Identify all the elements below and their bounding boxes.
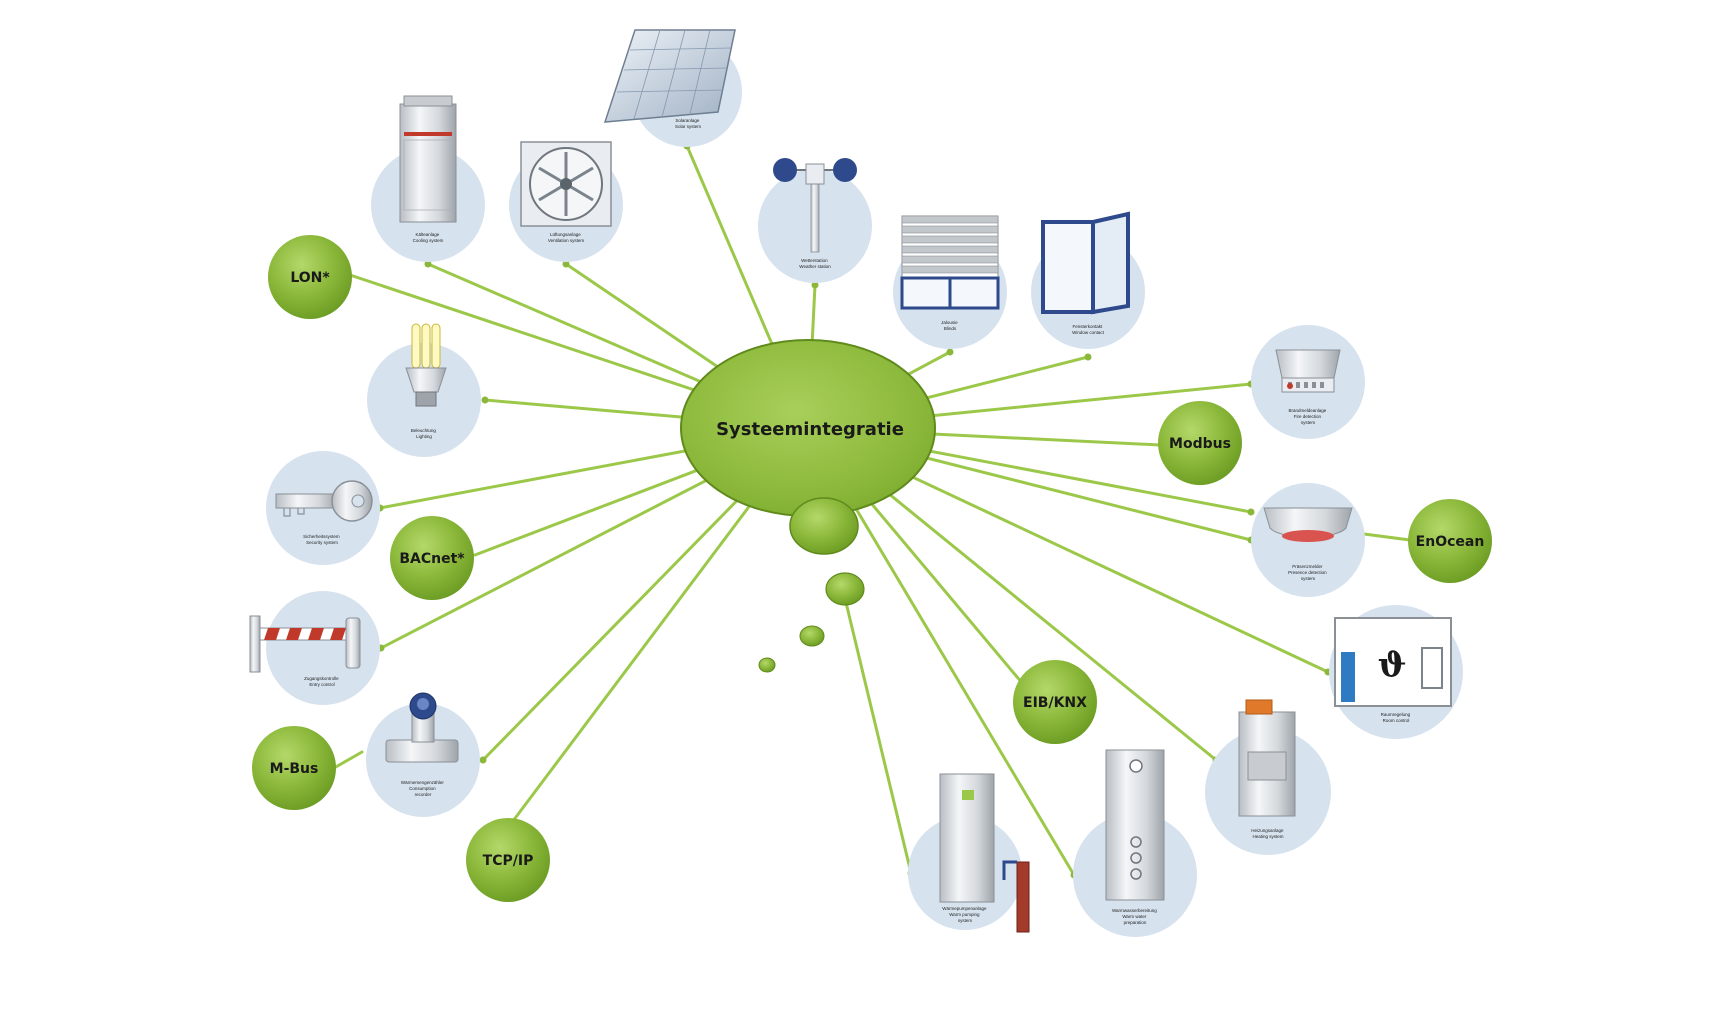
heat-pump-icon [939, 773, 1030, 933]
device-blinds: Jalousie Blinds [893, 215, 1007, 349]
device-caption: Lüftungsanlage Ventilation system [548, 232, 585, 243]
link-heatpump [841, 588, 913, 875]
device-firedetection: Brandmeldeanlage Fire detection system [1251, 325, 1365, 439]
hub-tail-3 [799, 625, 825, 647]
device-window: Fensterkontakt Window contact [1031, 211, 1145, 349]
device-caption: Brandmeldeanlage Fire detection system [1288, 408, 1327, 425]
blinds-icon [900, 215, 1000, 310]
device-access: Zugangskontrolle Entry control [249, 591, 380, 705]
protocol-label: EnOcean [1416, 534, 1485, 550]
device-weather: Wetterstation Weather station [758, 158, 872, 283]
protocol-mbus: M-Bus [252, 726, 336, 810]
device-heatmeter: Wärmemengenzähler Consumption recorder [366, 692, 480, 817]
device-heating: Heizungsanlage Heating system [1205, 699, 1331, 855]
protocol-bacnet: BACnet* [390, 516, 474, 600]
svg-text:ϑ: ϑ [1378, 645, 1407, 685]
device-lighting: Beleuchtung Lighting [367, 323, 481, 457]
key-icon [275, 480, 373, 522]
device-caption: Präsenzmelder Presence detection system [1288, 564, 1328, 581]
solar-panel-icon [603, 29, 736, 123]
hub-tail-4 [758, 657, 776, 673]
device-caption: Wärmemengenzähler Consumption recorder [401, 780, 445, 797]
device-caption: Beleuchtung Lighting [411, 428, 437, 439]
boiler-icon [1238, 699, 1296, 817]
protocol-label: M-Bus [270, 761, 319, 777]
hub-tail-2 [825, 572, 865, 606]
cooling-unit-icon [399, 95, 457, 223]
device-solar: Solaranlage Solar system [603, 29, 742, 147]
link-enocean [1362, 532, 1412, 542]
protocol-label: LON* [290, 270, 330, 286]
device-heatpump: Wärmepumpenanlage Warm pumping system [908, 773, 1030, 933]
device-caption: Wärmepumpenanlage Warm pumping system [942, 906, 988, 923]
device-caption: Zugangskontrolle Entry control [304, 676, 340, 687]
barrier-icon [249, 615, 361, 673]
device-security: Sicherheitssystem Security system [266, 451, 380, 565]
device-caption: Raumregelung Room control [1381, 712, 1412, 723]
window-icon [1041, 211, 1130, 315]
device-caption: Sicherheitssystem Security system [303, 534, 341, 545]
device-caption: Fensterkontakt Window contact [1072, 324, 1105, 335]
protocol-tcpip: TCP/IP [466, 818, 550, 902]
device-caption: Wetterstation Weather station [799, 258, 831, 269]
thermostat-icon: ϑ [1334, 617, 1452, 707]
protocol-eibknx: EIB/KNX [1013, 660, 1097, 744]
device-presence: Präsenzmelder Presence detection system [1251, 483, 1365, 597]
fan-icon [520, 141, 612, 227]
valve-icon [385, 692, 459, 763]
water-tank-icon [1105, 749, 1165, 901]
protocol-label: Modbus [1169, 436, 1231, 452]
hub: Systeemintegratie [680, 339, 936, 673]
device-caption: Jalousie Blinds [941, 320, 959, 331]
presence-detector-icon [1263, 507, 1353, 542]
protocol-modbus: Modbus [1158, 401, 1242, 485]
device-hotwater: Warmwasserbereitung Warm water preparati… [1073, 749, 1197, 937]
smoke-detector-icon [1275, 349, 1341, 393]
protocol-label: EIB/KNX [1023, 695, 1087, 711]
protocol-label: BACnet* [399, 551, 465, 567]
device-caption: Kälteanlage Cooling system [413, 232, 444, 243]
device-cooling: Kälteanlage Cooling system [371, 95, 485, 262]
device-caption: Solaranlage Solar system [675, 118, 701, 129]
device-caption: Heizungsanlage Heating system [1251, 828, 1285, 839]
link-mbus [332, 750, 364, 770]
light-bulb-icon [405, 323, 447, 407]
device-ventilation: Lüftungsanlage Ventilation system [509, 141, 623, 262]
hub-label: Systeemintegratie [716, 419, 904, 440]
device-roomcontrol: ϑ Raumregelung Room control [1329, 605, 1463, 739]
protocol-lon: LON* [268, 235, 352, 319]
hub-tail-1 [789, 497, 859, 555]
device-caption: Warmwasserbereitung Warm water preparati… [1112, 908, 1158, 925]
anemometer-icon [773, 158, 857, 253]
protocol-enocean: EnOcean [1408, 499, 1492, 583]
protocol-label: TCP/IP [483, 853, 534, 869]
